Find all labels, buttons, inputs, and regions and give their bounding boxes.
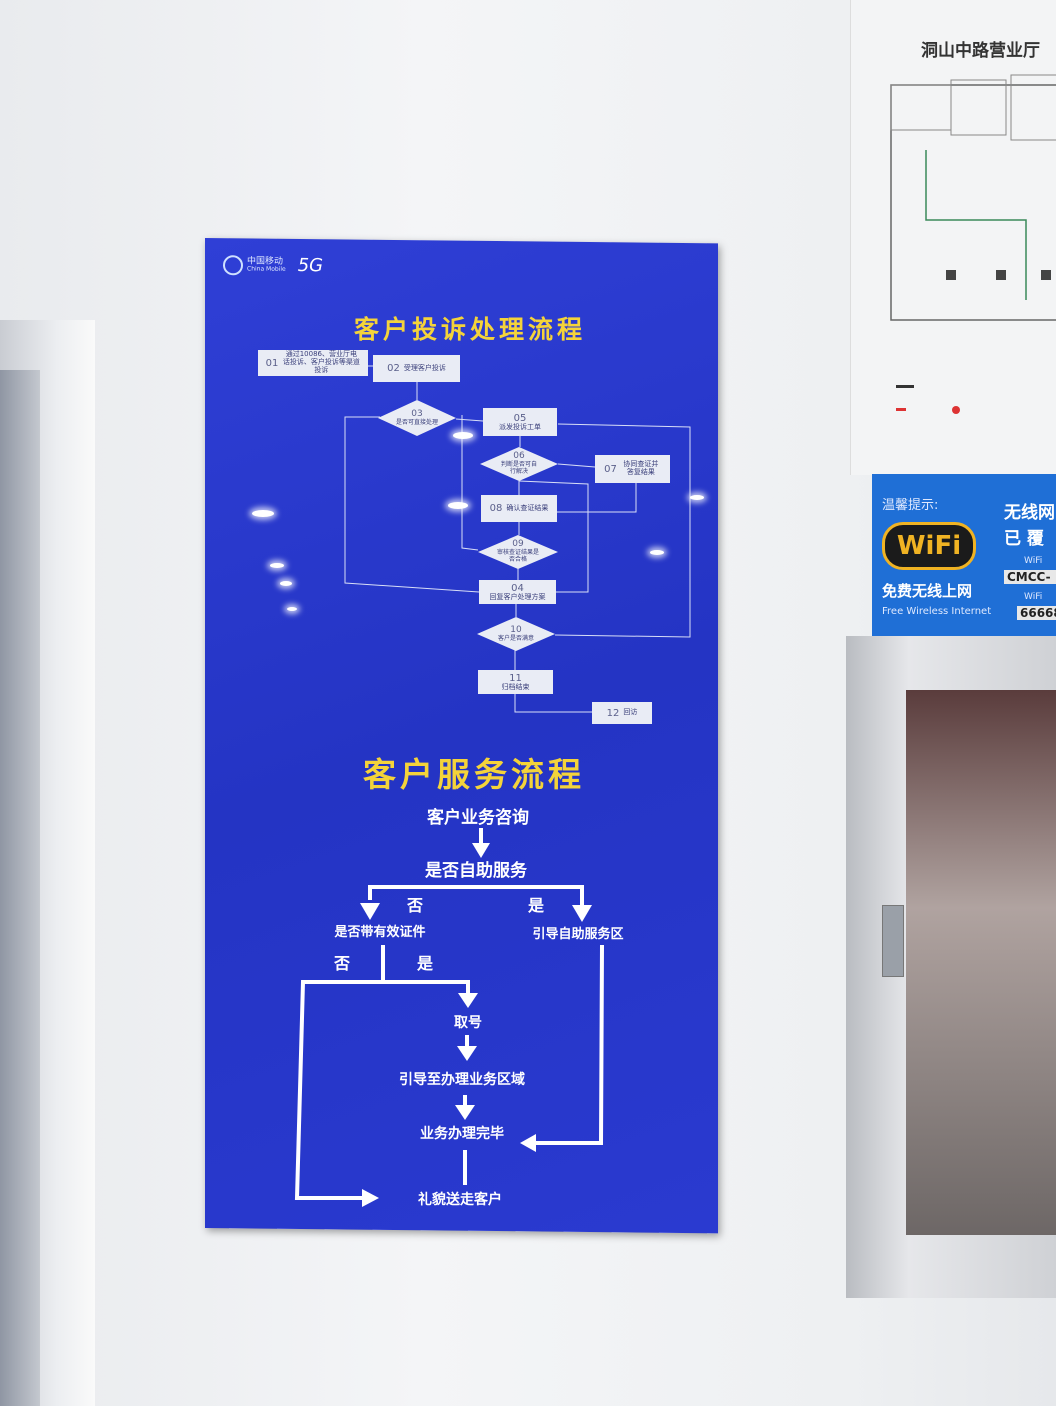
- self-service-question: 是否自助服务: [425, 861, 527, 881]
- step-label: 派发投诉工单: [499, 422, 541, 431]
- wifi-tip: 温馨提示:: [882, 498, 939, 513]
- step-label: 审核查证结果是否合格: [496, 549, 539, 563]
- light-reflection: [270, 563, 284, 568]
- light-reflection: [252, 510, 274, 517]
- yes-label-2: 是: [416, 954, 434, 973]
- door: [0, 370, 40, 1406]
- wifi-pw: 66668: [1017, 606, 1056, 620]
- step-number: 05: [513, 412, 527, 424]
- yes-label: 是: [527, 896, 545, 915]
- step-label: 确认查证结果: [506, 503, 549, 512]
- step-number: 10: [510, 624, 522, 635]
- step-number: 07: [604, 463, 617, 475]
- floor-plan-drawing: [890, 74, 1056, 414]
- wifi-logo: WiFi: [882, 522, 976, 570]
- done-text: 业务办理完毕: [420, 1126, 504, 1142]
- cabinet-handle[interactable]: [882, 905, 904, 977]
- step-number: 01: [265, 357, 279, 369]
- wifi-ssid: CMCC-: [1004, 570, 1056, 584]
- consult-text: 客户业务咨询: [427, 808, 529, 828]
- step-number: 02: [387, 363, 400, 374]
- step-number: 09: [512, 539, 524, 550]
- fire-cabinet-glass: [906, 690, 1056, 1235]
- wifi-en: Free Wireless Internet: [882, 606, 992, 617]
- step-label: 归档结束: [501, 682, 530, 691]
- light-reflection: [453, 432, 473, 439]
- guide-area-text: 引导至办理业务区域: [399, 1072, 525, 1088]
- farewell-text: 礼貌送走客户: [418, 1192, 502, 1208]
- step-label: 判断是否可自行解决: [500, 461, 537, 475]
- guide-self-service: 引导自助服务区: [532, 927, 624, 942]
- step-number: 04: [511, 582, 524, 594]
- light-reflection: [690, 495, 704, 500]
- wifi-pw-label: WiFi: [1024, 592, 1043, 602]
- wifi-ssid-label: WiFi: [1024, 556, 1043, 566]
- no-label: 否: [406, 896, 424, 915]
- complaint-title: 客户投诉处理流程: [353, 315, 587, 344]
- step-label: 通过10086、营业厅电话投诉、客户投诉等渠道投诉: [282, 350, 360, 374]
- step-label: 回访: [623, 708, 638, 717]
- light-reflection: [280, 581, 292, 586]
- wifi-sign: 温馨提示: WiFi 免费无线上网 Free Wireless Internet…: [872, 474, 1056, 638]
- light-reflection: [650, 550, 664, 555]
- floor-plan-title: 洞山中路营业厅: [921, 41, 1040, 61]
- step-number: 11: [509, 672, 522, 684]
- step-number: 08: [489, 503, 503, 514]
- wifi-cn: 免费无线上网: [882, 582, 973, 600]
- wifi-right1: 无线网: [1004, 503, 1055, 523]
- step-label: 客户是否满意: [497, 634, 534, 642]
- step-label: 协同查证并答复结果: [623, 460, 659, 476]
- no-label-2: 否: [333, 954, 351, 973]
- service-title: 客户服务流程: [363, 755, 585, 794]
- service-flow-lines: [294, 828, 604, 1200]
- step-07: 07 协同查证并答复结果: [595, 455, 670, 483]
- id-question: 是否带有效证件: [334, 925, 426, 940]
- ticket-text: 取号: [454, 1015, 482, 1031]
- wifi-right2: 已 覆: [1004, 529, 1044, 549]
- service-flow-arrowheads: [360, 843, 592, 1207]
- floor-plan-sign: 洞山中路营业厅: [850, 0, 1056, 475]
- step-label: 受理客户投诉: [403, 363, 446, 372]
- step-label: 是否可直接处理: [395, 418, 438, 426]
- light-reflection: [287, 607, 297, 611]
- step-number: 03: [411, 408, 423, 419]
- light-reflection: [448, 502, 468, 509]
- step-label: 回复客户处理方案: [489, 592, 546, 601]
- step-number: 12: [606, 707, 620, 719]
- step-number: 06: [513, 451, 525, 462]
